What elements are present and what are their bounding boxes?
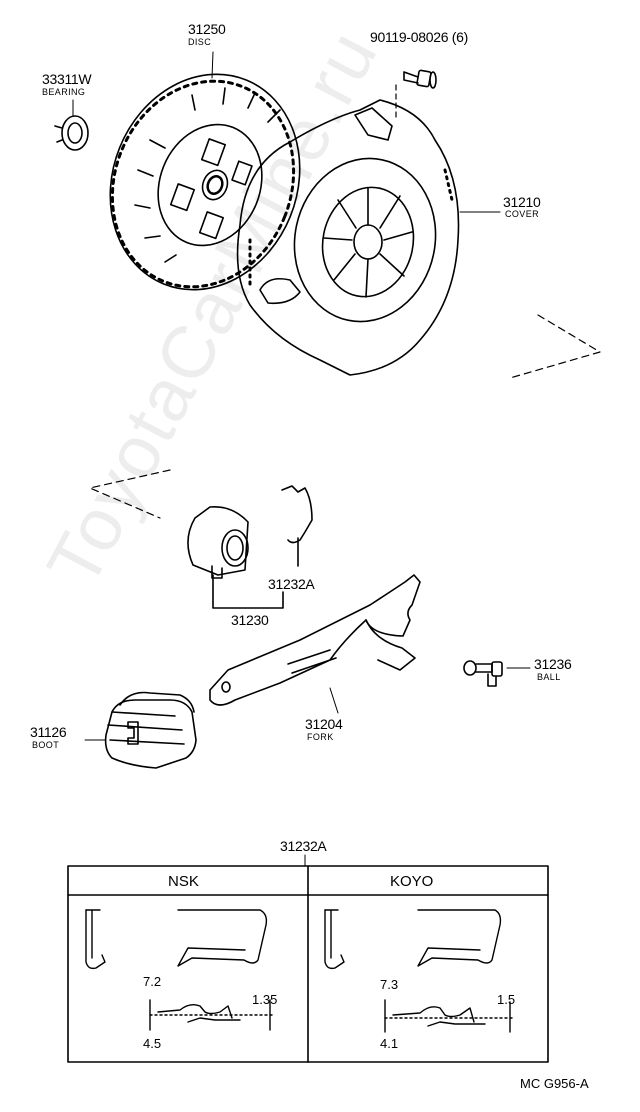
koyo-column-header: KOYO	[390, 873, 434, 890]
release-bearing-part-number: 31230	[231, 612, 269, 628]
assembly-guide-lines	[89, 314, 601, 519]
fork-part-name: FORK	[307, 732, 334, 742]
koyo-dim-right: 1.5	[497, 992, 516, 1007]
hub-clip-part	[281, 485, 313, 567]
ball-part-name: BALL	[537, 672, 561, 682]
nsk-dim-bottom: 4.5	[143, 1036, 162, 1051]
disc-part-name: DISC	[188, 37, 212, 47]
bearing-part-name: BEARING	[42, 87, 86, 97]
cover-part-name: COVER	[505, 209, 540, 219]
koyo-dim-bottom: 4.1	[380, 1036, 399, 1051]
nsk-dim-right: 1.35	[252, 992, 278, 1007]
drawing-code: MC G956-A	[520, 1076, 589, 1091]
koyo-dim-top: 7.3	[380, 977, 399, 992]
nsk-clip-detail	[85, 909, 276, 1031]
nsk-column-header: NSK	[168, 873, 199, 890]
release-bearing-part	[187, 505, 284, 609]
bearing-part-number: 33311W	[42, 71, 92, 87]
cover-part-number: 31210	[503, 194, 541, 210]
pivot-ball-part	[463, 660, 503, 687]
fork-part-number: 31204	[305, 716, 343, 732]
koyo-clip-detail	[324, 909, 516, 1033]
nsk-dim-top: 7.2	[143, 974, 162, 989]
pilot-bearing-part	[54, 115, 89, 151]
boot-part-number: 31126	[30, 724, 67, 740]
fork-boot-part	[104, 691, 197, 769]
clip-part-number: 31232A	[268, 576, 315, 592]
release-fork-part	[209, 574, 421, 706]
boot-part-name: BOOT	[32, 740, 60, 750]
bolt-part-number: 90119-08026 (6)	[370, 29, 468, 45]
disc-part-number: 31250	[188, 21, 226, 37]
detail-table-box	[67, 865, 549, 1063]
clutch-disc-part	[109, 73, 301, 291]
bolt-part	[395, 69, 437, 119]
leader-lines	[72, 51, 531, 867]
detail-table-title: 31232A	[280, 838, 327, 854]
clutch-cover-part	[236, 99, 460, 376]
ball-part-number: 31236	[534, 656, 572, 672]
